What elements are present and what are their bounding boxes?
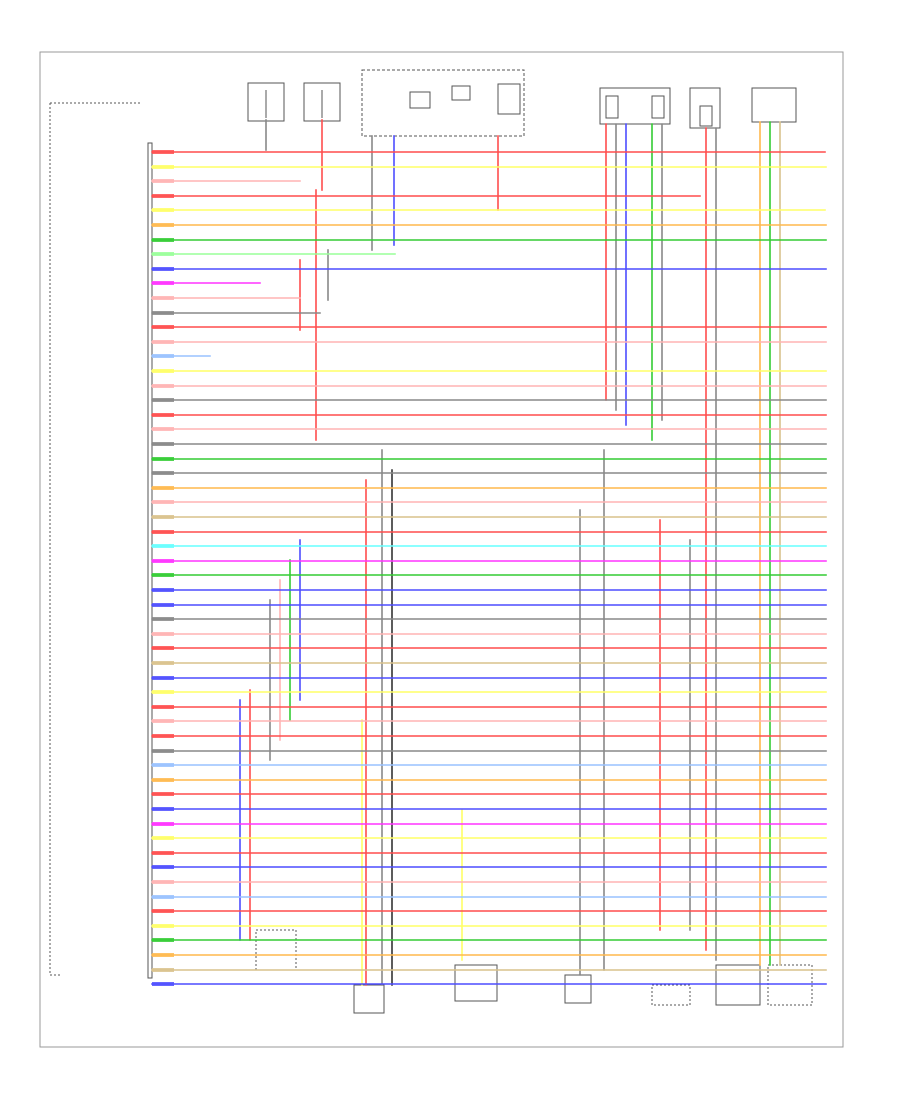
pin-stub [152, 281, 174, 285]
pin-stub [152, 471, 174, 475]
pin-stub [152, 822, 174, 826]
bottom-connector-2 [353, 984, 385, 1014]
pin-stub [152, 165, 174, 169]
vertical-trunks [239, 119, 781, 986]
pin-stub [152, 398, 174, 402]
pin-stub [152, 150, 174, 154]
pin-stub [152, 559, 174, 563]
pin-stub [152, 938, 174, 942]
bottom-sensor-1 [255, 929, 297, 971]
pin-stub [152, 238, 174, 242]
pin-stub [152, 982, 174, 986]
pin-stub [152, 953, 174, 957]
bottom-sensor-3 [454, 964, 498, 1002]
pin-stub [152, 413, 174, 417]
top-fuse-1 [247, 82, 285, 122]
pin-stub [152, 778, 174, 782]
pin-stub [152, 223, 174, 227]
pin-stub [152, 194, 174, 198]
pin-stub [152, 369, 174, 373]
pin-stub [152, 442, 174, 446]
horizontal-wire-runs [151, 151, 827, 985]
pin-stub [152, 749, 174, 753]
top-relay-box [361, 69, 525, 137]
pin-stub [152, 676, 174, 680]
pin-stub [152, 807, 174, 811]
pin-stub [152, 486, 174, 490]
pin-stub [152, 325, 174, 329]
pin-stub [152, 734, 174, 738]
pin-stub [152, 573, 174, 577]
pin-stub [152, 515, 174, 519]
pin-stub [152, 588, 174, 592]
top-right-connector-2 [689, 87, 721, 129]
pin-stub [152, 500, 174, 504]
pin-stub [152, 603, 174, 607]
pin-stub [152, 661, 174, 665]
pin-stub [152, 851, 174, 855]
pin-stub [152, 354, 174, 358]
top-right-connector-1 [599, 87, 671, 125]
pin-stub [152, 427, 174, 431]
engine-control-module [49, 102, 153, 979]
pin-stub [152, 836, 174, 840]
pin-stub [152, 311, 174, 315]
pin-stub [152, 880, 174, 884]
pin-stub [152, 719, 174, 723]
module-pin-stubs [152, 150, 174, 986]
top-right-connector-3 [751, 87, 797, 123]
pin-stub [152, 924, 174, 928]
diagram-frame [39, 51, 844, 1048]
bottom-sensor-5 [651, 984, 691, 1006]
pin-stub [152, 705, 174, 709]
pin-stub [152, 909, 174, 913]
pin-stub [152, 646, 174, 650]
pin-stub [152, 208, 174, 212]
top-fuse-2 [303, 82, 341, 122]
pin-stub [152, 763, 174, 767]
pin-stub [152, 632, 174, 636]
pin-stub [152, 968, 174, 972]
pin-stub [152, 530, 174, 534]
pin-stub [152, 544, 174, 548]
pin-stub [152, 457, 174, 461]
bottom-module-6 [715, 964, 813, 1006]
pin-stub [152, 384, 174, 388]
pin-stub [152, 617, 174, 621]
pin-stub [152, 340, 174, 344]
pin-stub [152, 179, 174, 183]
bottom-connector-4 [564, 974, 592, 1004]
pin-stub [152, 690, 174, 694]
pin-stub [152, 252, 174, 256]
pin-stub [152, 296, 174, 300]
pin-stub [152, 792, 174, 796]
pin-stub [152, 895, 174, 899]
pin-stub [152, 267, 174, 271]
pin-stub [152, 865, 174, 869]
